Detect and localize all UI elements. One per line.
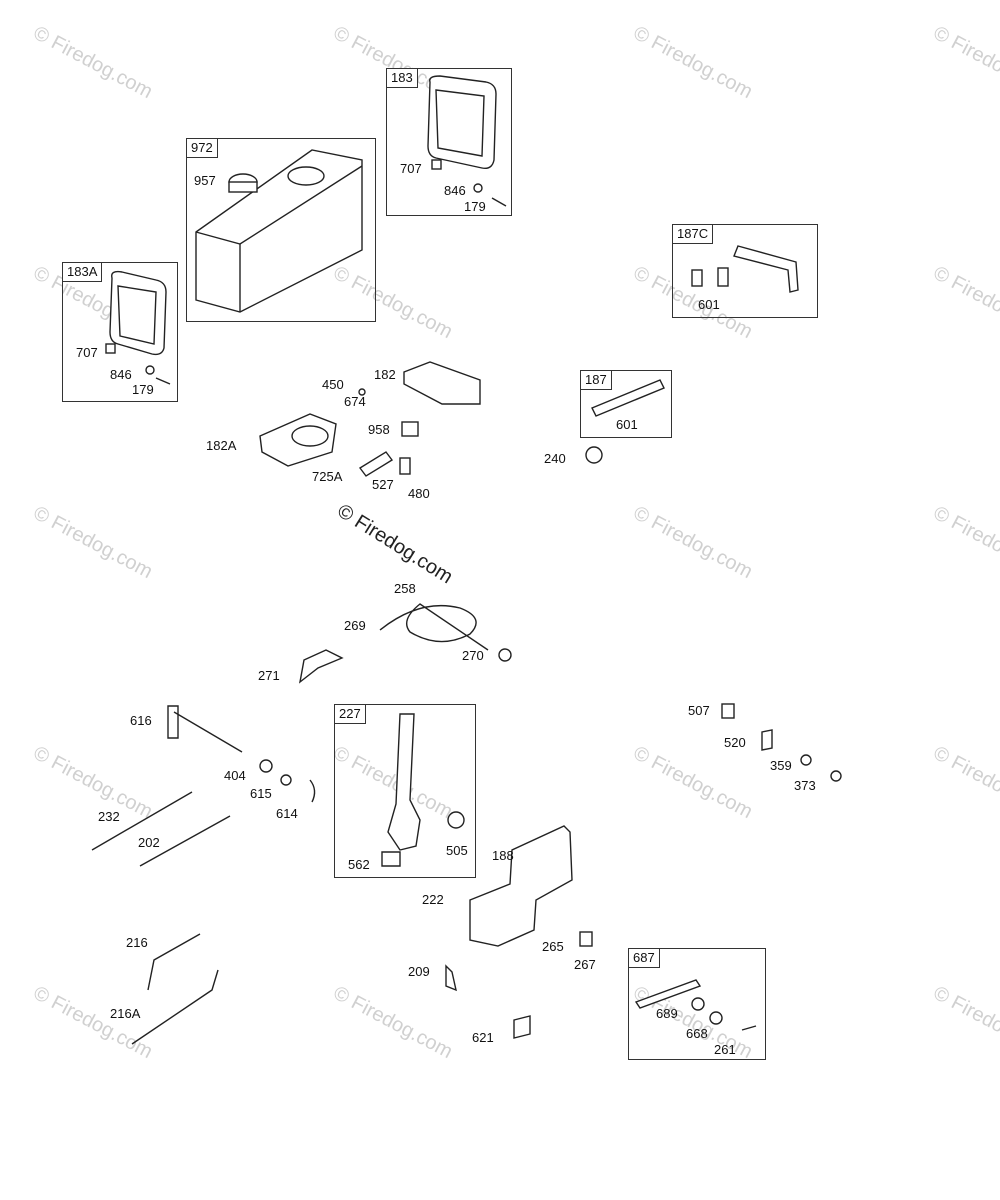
callout-505: 505 xyxy=(446,843,468,858)
callout-182a: 182A xyxy=(206,438,237,453)
callout-958: 958 xyxy=(368,422,390,437)
callout-707: 707 xyxy=(400,161,422,176)
callout-562: 562 xyxy=(348,857,370,872)
callout-689: 689 xyxy=(656,1006,678,1021)
kit-tag-687: 687 xyxy=(628,948,660,968)
kit-box-183a xyxy=(62,262,178,402)
kit-box-187c xyxy=(672,224,818,318)
callout-265: 265 xyxy=(542,939,564,954)
tank-strap-drawing xyxy=(105,75,507,385)
callout-846: 846 xyxy=(110,367,132,382)
kit-box-227 xyxy=(334,704,476,878)
callout-216: 216 xyxy=(126,935,148,950)
control-panel-drawing xyxy=(445,825,593,1039)
kit-tag-972: 972 xyxy=(186,138,218,158)
callout-240: 240 xyxy=(544,451,566,466)
callout-450: 450 xyxy=(322,377,344,392)
control-lever-drawing xyxy=(91,705,316,1045)
callout-216a: 216A xyxy=(110,1006,141,1021)
callout-957: 957 xyxy=(194,173,216,188)
callout-614: 614 xyxy=(276,806,298,821)
kit-box-687 xyxy=(628,948,766,1060)
fuel-hose-drawing xyxy=(585,245,799,464)
callout-179: 179 xyxy=(132,382,154,397)
callout-270: 270 xyxy=(462,648,484,663)
callout-269: 269 xyxy=(344,618,366,633)
callout-527: 527 xyxy=(372,477,394,492)
callout-209: 209 xyxy=(408,964,430,979)
bracket-drawing xyxy=(259,361,481,477)
kit-tag-187: 187 xyxy=(580,370,612,390)
callout-222: 222 xyxy=(422,892,444,907)
throttle-lever-drawing xyxy=(381,713,465,867)
callout-520: 520 xyxy=(724,735,746,750)
lever-kit-drawing xyxy=(634,979,757,1031)
kit-box-187 xyxy=(580,370,672,438)
callout-615: 615 xyxy=(250,786,272,801)
callout-725a: 725A xyxy=(312,469,343,484)
callout-601: 601 xyxy=(698,297,720,312)
callout-616: 616 xyxy=(130,713,152,728)
kit-tag-187c: 187C xyxy=(672,224,714,244)
callout-668: 668 xyxy=(686,1026,708,1041)
callout-182: 182 xyxy=(374,367,396,382)
kit-box-972 xyxy=(186,138,376,322)
callout-601: 601 xyxy=(616,417,638,432)
callout-232: 232 xyxy=(98,809,120,824)
callout-267: 267 xyxy=(574,957,596,972)
callout-373: 373 xyxy=(794,778,816,793)
callout-480: 480 xyxy=(408,486,430,501)
callout-179: 179 xyxy=(464,199,486,214)
callout-261: 261 xyxy=(714,1042,736,1057)
callout-846: 846 xyxy=(444,183,466,198)
kit-tag-183a: 183A xyxy=(62,262,103,282)
callout-621: 621 xyxy=(472,1030,494,1045)
callout-202: 202 xyxy=(138,835,160,850)
callout-507: 507 xyxy=(688,703,710,718)
fuel-tank-drawing xyxy=(195,149,363,313)
throttle-cable-drawing xyxy=(298,603,512,684)
callout-707: 707 xyxy=(76,345,98,360)
callout-188: 188 xyxy=(492,848,514,863)
callout-674: 674 xyxy=(344,394,366,409)
small-hardware-drawing xyxy=(721,703,842,782)
kit-tag-183: 183 xyxy=(386,68,418,88)
callout-359: 359 xyxy=(770,758,792,773)
callout-258: 258 xyxy=(394,581,416,596)
kit-tag-227: 227 xyxy=(334,704,366,724)
callout-404: 404 xyxy=(224,768,246,783)
kit-box-183 xyxy=(386,68,512,216)
callout-271: 271 xyxy=(258,668,280,683)
